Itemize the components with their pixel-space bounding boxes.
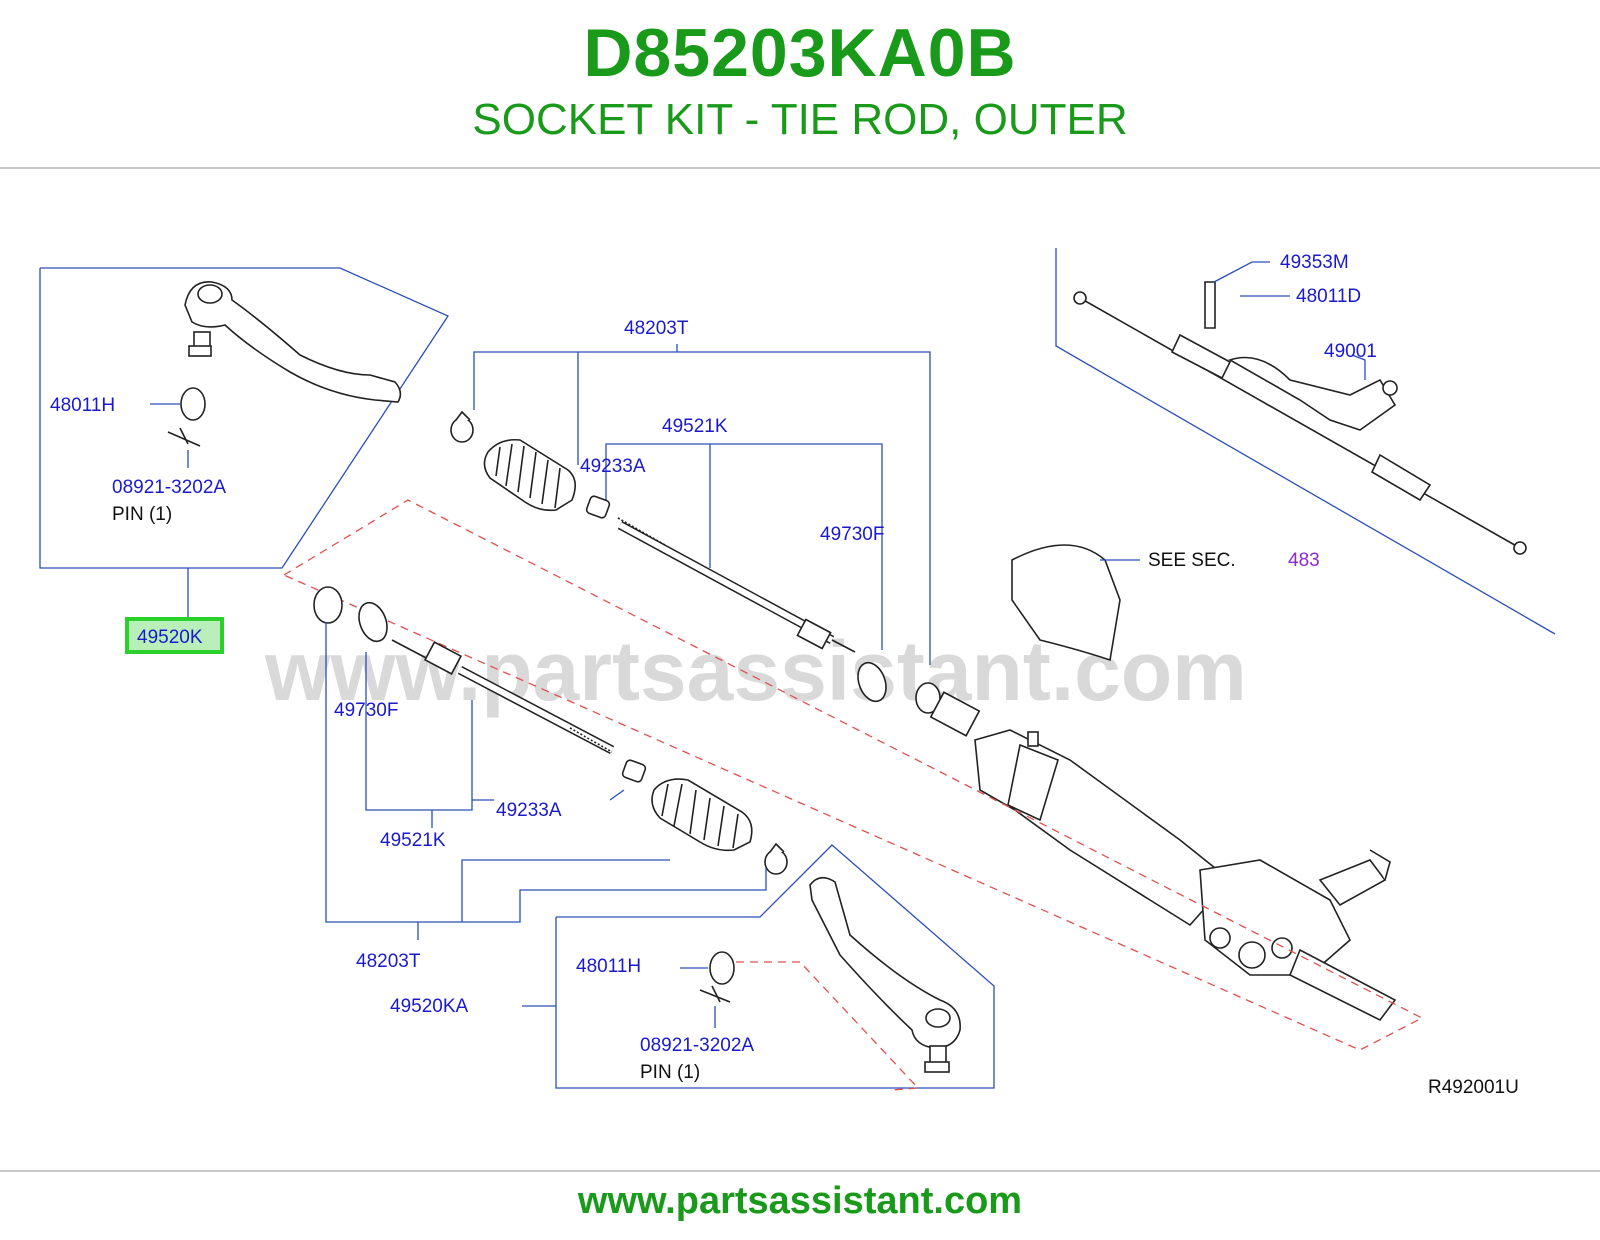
link-section-483[interactable]: 483 — [1288, 550, 1320, 571]
dashed-leader-right-end — [736, 961, 920, 1091]
bracket-49521k-top — [605, 443, 883, 650]
leader-49353m — [1213, 261, 1270, 283]
inner-tie-rod-lower — [391, 639, 615, 754]
cotter-pin-right — [699, 985, 731, 1003]
label-49521k-low: 49521K — [380, 830, 446, 851]
bracket-48203t-top — [473, 351, 931, 665]
label-49520k[interactable]: 49520K — [137, 627, 203, 648]
outer-tie-rod-end-left — [184, 281, 402, 403]
part-number-title: D85203KA0B — [583, 15, 1017, 91]
washer-49730f-low — [358, 601, 388, 643]
bracket-48203t-low — [325, 622, 767, 923]
label-pin-right: PIN (1) — [640, 1062, 700, 1083]
clamp-lower-left — [313, 586, 343, 624]
nut-48011h-left — [180, 387, 206, 421]
label-48203t-top: 48203T — [624, 318, 689, 339]
part-description: SOCKET KIT - TIE ROD, OUTER — [472, 95, 1128, 144]
steering-gear-housing — [929, 691, 1397, 1022]
bracket-49521k-low — [365, 652, 473, 811]
label-49233a-low: 49233A — [496, 800, 562, 821]
label-48203t-low: 48203T — [356, 951, 421, 972]
label-see-sec: SEE SEC. — [1148, 550, 1236, 571]
label-48011d: 48011D — [1296, 286, 1361, 307]
label-48011h-left: 48011H — [50, 395, 115, 416]
nut-48011h-right — [709, 951, 735, 985]
bracket-boot-low — [461, 859, 670, 922]
label-49353m: 49353M — [1280, 252, 1349, 273]
nut-49233a-low — [621, 759, 647, 783]
washer-49730f-top — [857, 661, 887, 703]
overview-steering-rack — [1073, 281, 1527, 555]
leader-49001 — [1351, 354, 1366, 380]
highlight-49520k-box — [125, 617, 224, 654]
boot-lower — [651, 778, 753, 852]
outer-tie-rod-end-right — [809, 876, 961, 1073]
clamp-lower-right — [764, 842, 788, 875]
footer-divider — [0, 1170, 1600, 1172]
nut-49233a-top — [585, 495, 611, 519]
label-49730f-top: 49730F — [820, 524, 884, 545]
boot-upper — [483, 438, 576, 512]
clamp-upper-left — [450, 410, 474, 443]
right-tie-rod-frame — [555, 844, 995, 1089]
inner-tie-rod-upper — [617, 517, 856, 653]
label-49001: 49001 — [1324, 341, 1377, 362]
label-49730f-low: 49730F — [334, 700, 398, 721]
label-08921-left: 08921-3202A — [112, 477, 226, 498]
label-49233a-top: 49233A — [580, 456, 646, 477]
label-pin-left: PIN (1) — [112, 504, 172, 525]
cotter-pin-left — [167, 427, 201, 447]
header-divider — [0, 167, 1600, 169]
overview-frame — [1055, 248, 1556, 635]
label-49520ka: 49520KA — [390, 996, 469, 1017]
footer-url[interactable]: www.partsassistant.com — [577, 1180, 1023, 1222]
label-48011h-right: 48011H — [576, 956, 641, 977]
leader-nut-low — [609, 789, 625, 801]
label-08921-right: 08921-3202A — [640, 1035, 754, 1056]
heat-shield — [1011, 544, 1121, 662]
label-49521k-top: 49521K — [662, 416, 728, 437]
left-tie-rod-frame — [39, 267, 449, 569]
label-diagram-ref: R492001U — [1428, 1077, 1519, 1098]
